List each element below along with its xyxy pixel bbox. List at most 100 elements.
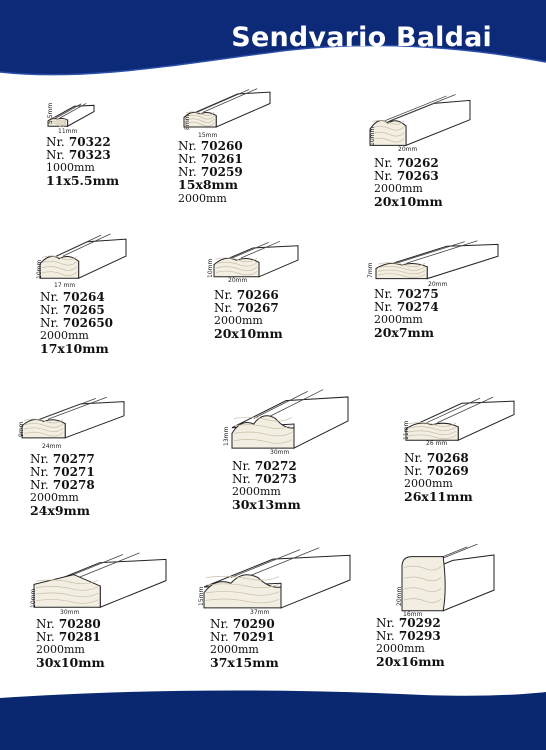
nr-prefix: Nr. (46, 148, 65, 162)
width-dimension-label: 24mm (42, 443, 62, 450)
height-dimension-label: 13mm (223, 426, 230, 446)
nr-prefix: Nr. (40, 316, 59, 330)
width-dimension-label: 15mm (198, 132, 218, 139)
code-number: 702650 (62, 316, 114, 330)
product-code: Nr. 70259 (178, 166, 243, 179)
product-code: Nr. 70291 (210, 631, 279, 644)
code-number: 70268 (426, 451, 469, 465)
product-code: Nr. 70264 (40, 291, 113, 304)
product-code: Nr. 70265 (40, 304, 113, 317)
width-dimension-label: 30mm (270, 449, 290, 456)
code-number: 70281 (58, 630, 101, 644)
width-dimension-label: 20mm (428, 281, 448, 288)
width-dimension-label: 37mm (250, 609, 270, 616)
height-dimension-label: 10mm (36, 259, 43, 279)
profile-drawing-p4 (36, 226, 128, 284)
code-number: 70277 (52, 452, 95, 466)
width-dimension-label: 26 mm (426, 440, 448, 447)
code-number: 70291 (232, 630, 275, 644)
product-code: Nr. 70268 (404, 452, 473, 465)
nr-prefix: Nr. (40, 290, 59, 304)
length-label: 2000mm (40, 329, 89, 342)
length-label: 2000mm (210, 643, 259, 656)
product-code: Nr. 70260 (178, 140, 243, 153)
nr-prefix: Nr. (36, 617, 55, 631)
product-code: Nr. 70274 (374, 301, 439, 314)
size-label: 15x8mm (178, 177, 238, 192)
nr-prefix: Nr. (210, 630, 229, 644)
profile-drawing-p5 (210, 234, 300, 280)
header-wave-shape (0, 0, 546, 76)
length-label: 1000mm (46, 161, 95, 174)
code-number: 70275 (396, 287, 439, 301)
length-label: 2000mm (374, 182, 423, 195)
nr-prefix: Nr. (374, 169, 393, 183)
profile-drawing-p11 (198, 538, 352, 614)
nr-prefix: Nr. (36, 630, 55, 644)
width-dimension-label: 20mm (398, 146, 418, 153)
nr-prefix: Nr. (210, 617, 229, 631)
height-dimension-label: 7mm (367, 262, 374, 278)
size-label: 30x13mm (232, 497, 301, 512)
product-code: Nr. 70273 (232, 473, 301, 486)
profile-drawing-p7 (18, 390, 126, 442)
product-code: Nr. 70272 (232, 460, 301, 473)
product-code: Nr. 70271 (30, 466, 95, 479)
size-label: 30x10mm (36, 655, 105, 670)
size-label: 37x15mm (210, 655, 279, 670)
profile-drawing-p2 (180, 82, 272, 132)
size-label: 20x16mm (376, 654, 445, 669)
width-dimension-label: 11mm (58, 128, 78, 135)
length-label: 2000mm (404, 477, 453, 490)
product-code: Nr. 70280 (36, 618, 105, 631)
code-number: 70292 (398, 616, 441, 630)
code-number: 70322 (68, 135, 111, 149)
height-dimension-label: 10mm (207, 258, 214, 278)
product-code: Nr. 70275 (374, 288, 439, 301)
profile-drawing-p10 (30, 544, 168, 612)
product-code: Nr. 70322 (46, 136, 119, 149)
nr-prefix: Nr. (214, 301, 233, 315)
code-number: 70260 (200, 139, 243, 153)
code-number: 70274 (396, 300, 439, 314)
code-number: 70259 (200, 165, 243, 179)
nr-prefix: Nr. (404, 464, 423, 478)
height-dimension-label: 10mm (369, 126, 376, 146)
product-code: Nr. 70266 (214, 289, 283, 302)
nr-prefix: Nr. (178, 165, 197, 179)
code-number: 70266 (236, 288, 279, 302)
product-code: Nr. 70293 (376, 630, 445, 643)
size-label: 26x11mm (404, 489, 473, 504)
nr-prefix: Nr. (374, 156, 393, 170)
length-label: 2000mm (232, 485, 281, 498)
nr-prefix: Nr. (178, 139, 197, 153)
size-label: 24x9mm (30, 503, 90, 518)
profile-drawing-p6 (372, 234, 500, 282)
profile-drawing-p9 (400, 390, 516, 444)
profile-drawing-p12 (398, 532, 496, 614)
nr-prefix: Nr. (46, 135, 65, 149)
product-code: Nr. 70277 (30, 453, 95, 466)
code-number: 70265 (62, 303, 105, 317)
profile-drawing-p8 (226, 380, 350, 454)
length-label: 2000mm (376, 642, 425, 655)
nr-prefix: Nr. (30, 465, 49, 479)
length-label: 2000mm (178, 192, 227, 205)
product-code: Nr. 70263 (374, 170, 443, 183)
code-number: 70269 (426, 464, 469, 478)
footer-wave-shape (0, 690, 546, 750)
height-dimension-label: 8mm (184, 114, 191, 130)
brand-title: Sendvario Baldai (231, 22, 492, 53)
size-label: 20x10mm (214, 326, 283, 341)
code-number: 70271 (52, 465, 95, 479)
code-number: 70290 (232, 617, 275, 631)
profile-drawing-p3 (366, 86, 472, 152)
product-code: Nr. 70262 (374, 157, 443, 170)
